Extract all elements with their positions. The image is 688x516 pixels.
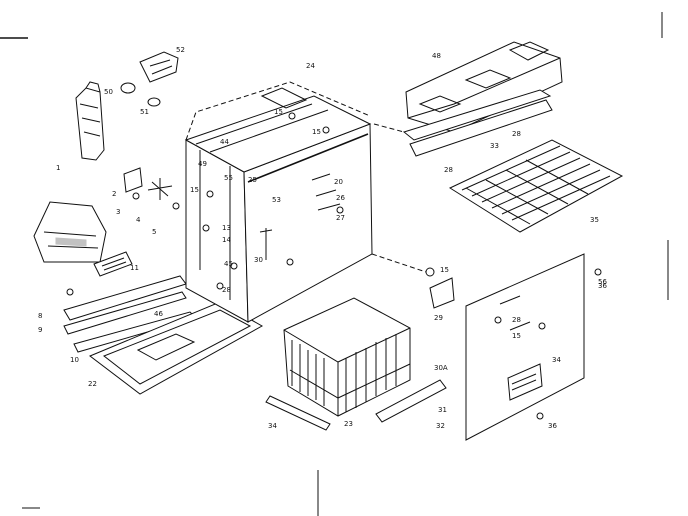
mounting-frame-part [373,89,553,157]
label-part-30: 30 [254,256,263,264]
label-part-28-b: 28 [444,166,453,174]
label-part-15-b: 15 [312,128,321,136]
label-part-28-d: 28 [512,316,521,324]
label-part-36-a: 36 [598,282,607,290]
basket-rails-part [265,379,447,431]
label-part-55: 55 [224,174,233,182]
part-labels: 1 2 3 4 5 8 9 10 11 13 14 15 15 15 15 15… [38,46,607,430]
label-part-28-a: 28 [512,130,521,138]
label-part-26: 26 [336,194,345,202]
bracket-part [139,51,179,83]
label-part-35: 35 [590,216,599,224]
label-part-52: 52 [176,46,185,54]
label-part-28-c: 28 [222,286,231,294]
label-part-29: 29 [434,314,443,322]
grille-part [93,251,133,277]
label-part-15-e: 15 [512,332,521,340]
label-part-1: 1 [56,164,60,172]
label-part-8: 8 [38,312,42,320]
back-panel-part [465,253,602,441]
label-part-15-d: 15 [440,266,449,274]
label-part-45: 45 [224,260,233,268]
label-part-36-b: 36 [548,422,557,430]
wire-basket-part [283,297,411,417]
label-part-10: 10 [70,356,79,364]
freezer-liner-part [184,81,373,323]
label-part-48: 48 [432,52,441,60]
label-part-5: 5 [152,228,156,236]
hinge-bracket-part [371,253,455,309]
label-part-25: 25 [248,176,257,184]
label-part-13: 13 [222,224,231,232]
label-part-50: 50 [104,88,113,96]
label-part-15-a: 15 [274,108,283,116]
label-part-14: 14 [222,236,231,244]
label-part-33: 33 [490,142,499,150]
label-part-51: 51 [140,108,149,116]
label-part-44: 44 [220,138,229,146]
label-part-11: 11 [130,264,139,272]
label-part-4: 4 [136,216,141,224]
icemaker-assembly-part [405,41,563,133]
side-rails-part [63,275,197,353]
label-part-23: 23 [344,420,353,428]
page-edge-marks [0,12,669,516]
label-part-49: 49 [198,160,207,168]
label-part-22: 22 [88,380,97,388]
liner-fasteners [202,112,344,290]
label-part-30a: 30A [434,364,448,372]
ice-bucket-part [33,201,107,263]
motor-bracket-part [123,167,180,210]
ice-chute-part [75,81,105,161]
label-part-2: 2 [112,190,116,198]
label-part-31: 31 [438,406,447,414]
drip-tray-part [89,301,264,395]
label-part-24: 24 [306,62,315,70]
label-part-20: 20 [334,178,343,186]
label-part-9: 9 [38,326,42,334]
label-part-32: 32 [436,422,445,430]
label-part-27: 27 [336,214,345,222]
label-part-34-b: 34 [268,422,277,430]
label-part-46: 46 [154,310,163,318]
label-part-53: 53 [272,196,281,204]
label-part-15-c: 15 [190,186,199,194]
label-part-3: 3 [116,208,120,216]
fitting-part [120,82,161,107]
wire-shelf-part [448,139,624,233]
label-part-56: 56 [598,278,607,286]
label-part-34: 34 [552,356,561,364]
